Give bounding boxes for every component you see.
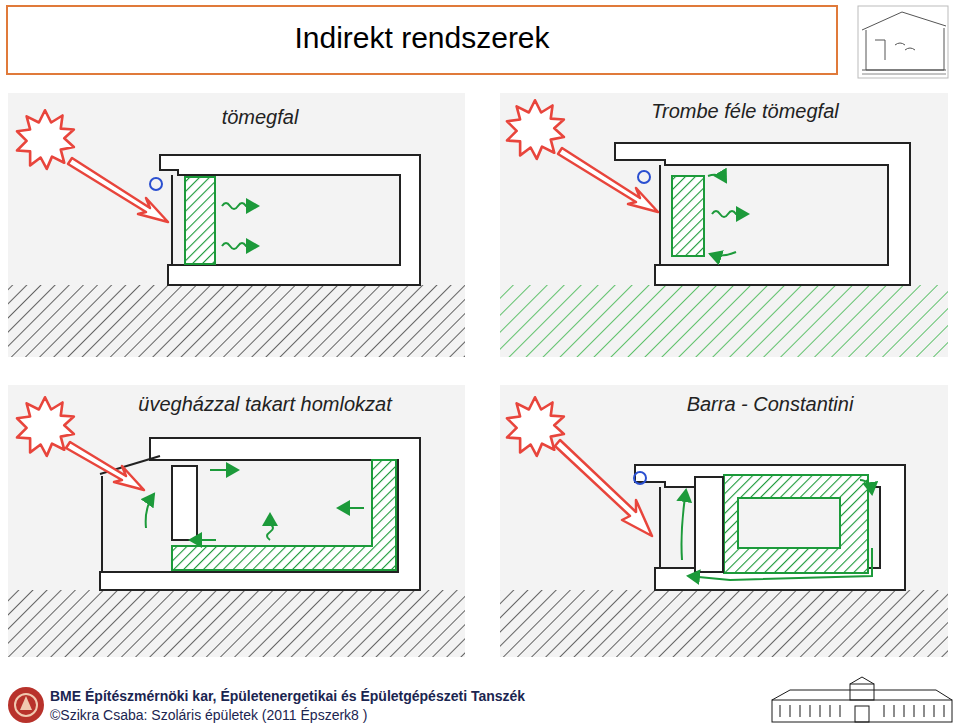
slide-title: Indirekt rendszerek xyxy=(294,21,549,55)
university-logo xyxy=(8,687,44,723)
panel-sunspace xyxy=(8,397,465,657)
footer-institution: BME Építészmérnöki kar, Épületenergetika… xyxy=(50,688,525,704)
panel-caption: üvegházzal takart homlokzat xyxy=(135,393,394,416)
house-icon xyxy=(858,6,948,78)
footer-copyright: ©Szikra Csaba: Szoláris épületek (2011 É… xyxy=(50,707,367,723)
panel-caption: Barra - Constantini xyxy=(684,393,857,416)
panel-barra-constantini xyxy=(500,397,948,657)
panel-caption: Trombe féle tömegfal xyxy=(648,100,842,123)
panel-caption: tömegfal xyxy=(219,106,302,129)
panel-trombe-wall xyxy=(500,100,948,357)
building-drawing xyxy=(772,677,952,722)
panel-mass-wall xyxy=(8,110,465,357)
